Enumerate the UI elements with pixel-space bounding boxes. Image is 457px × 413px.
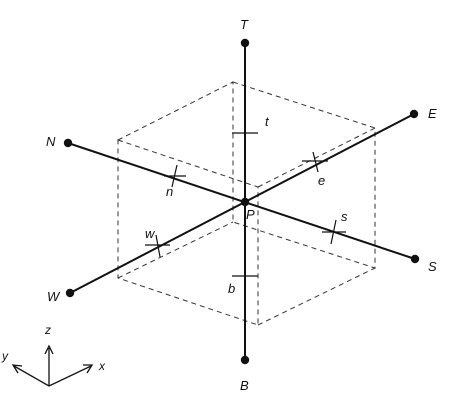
label-s: S [428,259,437,274]
node-labels: T B N S E W P [46,17,437,393]
label-face-n: n [166,184,173,199]
node-w [65,288,75,298]
node-n [63,138,73,148]
face-marker-n [164,164,186,188]
face-marker-e [302,151,328,173]
label-w: W [47,289,61,304]
y-axis-arrow [13,365,50,387]
y-arrowhead [11,364,23,374]
coordinate-axes: z y x [1,323,106,387]
box-back-face [232,81,376,269]
box-edge-top-right [257,127,376,188]
x-axis-arrow [48,365,92,387]
grid-nodes [63,38,420,365]
label-face-b: b [228,281,235,296]
control-volume-box [117,81,376,326]
face-labels: t b n s e w [145,114,348,296]
z-arrowhead [44,344,54,355]
label-t: T [240,17,249,32]
label-face-t: t [265,114,270,129]
face-markers [145,123,346,286]
label-e: E [428,106,437,121]
label-n: N [46,134,56,149]
label-face-s: s [341,209,348,224]
face-marker-b [232,266,258,286]
face-marker-t [232,123,258,143]
face-marker-w [145,234,170,258]
node-b [240,355,250,365]
label-axis-z: z [44,323,51,337]
node-s [410,254,420,264]
box-edge-top-left [117,81,234,141]
label-p: P [246,207,255,222]
box-edge-bottom-right [257,267,376,326]
label-axis-y: y [1,349,9,363]
box-edge-bottom-left [117,221,234,279]
node-t [240,38,250,48]
box-front-face [117,139,259,326]
face-marker-s [322,219,346,245]
label-axis-x: x [98,359,106,373]
label-b: B [240,378,249,393]
x-arrowhead [83,364,94,374]
label-face-e: e [318,173,325,188]
label-face-w: w [145,226,156,241]
node-e [409,109,419,119]
node-p [240,197,250,207]
